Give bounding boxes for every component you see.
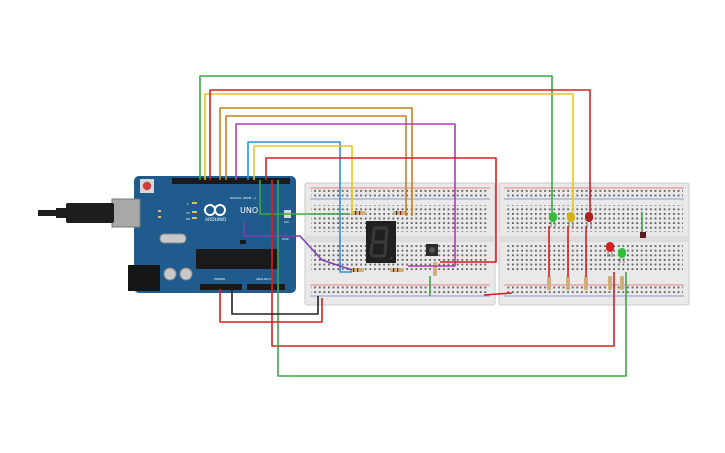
capacitor [163, 267, 177, 281]
analog-label: ANALOG IN [256, 277, 273, 281]
wire-blue [247, 141, 352, 273]
capacitor [179, 267, 193, 281]
microcontroller-chip [196, 249, 278, 269]
resistor [352, 211, 366, 215]
led-yellow[interactable] [567, 212, 575, 227]
power-header [200, 284, 242, 290]
seven-segment-digit: 8 [0, 0, 1, 1]
resistor [620, 276, 624, 290]
led-green[interactable] [549, 212, 557, 227]
wire-yellow [204, 93, 574, 212]
wire-red [483, 292, 513, 296]
resistor [350, 268, 364, 272]
usb-cable [66, 203, 114, 223]
crystal [159, 233, 187, 244]
l-label: L [187, 202, 189, 206]
resistor [584, 276, 588, 290]
resistors-board-2 [547, 232, 646, 290]
led-red[interactable] [585, 212, 593, 227]
resistor [433, 262, 437, 276]
arduino-brand-text: ARDUINO [205, 217, 227, 223]
rx-label: RX [186, 217, 190, 221]
wire-green [259, 180, 350, 215]
arduino-logo-icon [204, 204, 226, 216]
wire-green [199, 75, 553, 212]
resistor [393, 211, 407, 215]
wire-magenta [235, 123, 456, 267]
push-button[interactable] [426, 244, 438, 256]
wire-red [219, 289, 323, 323]
resistor [608, 276, 612, 290]
led-red[interactable] [606, 242, 614, 257]
wire-red [271, 180, 615, 347]
wire-purple [243, 222, 353, 271]
breadboard-1 [304, 182, 496, 306]
icsp-label: ICSP [282, 237, 289, 241]
digital-header [172, 178, 290, 184]
wire-green [277, 180, 627, 377]
wires [199, 75, 643, 377]
resistor [390, 268, 404, 272]
led-green[interactable] [618, 248, 626, 263]
analog-header [247, 284, 285, 290]
usb-connector [111, 198, 141, 228]
resistor [547, 276, 551, 290]
wire-orange [219, 107, 413, 216]
on-label: ON [284, 220, 289, 224]
arduino-model-text: UNO [240, 206, 258, 215]
wire-red [209, 89, 591, 212]
tx-label: TX [185, 211, 190, 215]
power-jack [128, 265, 160, 291]
resistor [566, 276, 570, 290]
arduino-uno-board[interactable]: ARDUINO UNO DIGITAL (PWM ~) POWER ANALOG… [38, 176, 296, 293]
power-label: POWER [214, 277, 225, 281]
breadboard-2 [498, 182, 690, 306]
small-component [640, 232, 646, 238]
digital-pins-label: DIGITAL (PWM ~) [230, 196, 256, 200]
wire-orange [225, 115, 407, 216]
wire-red [265, 157, 497, 263]
seven-segment-display[interactable]: 8 [0, 0, 396, 263]
wire-black [231, 289, 319, 315]
wire-yellow [253, 145, 353, 214]
